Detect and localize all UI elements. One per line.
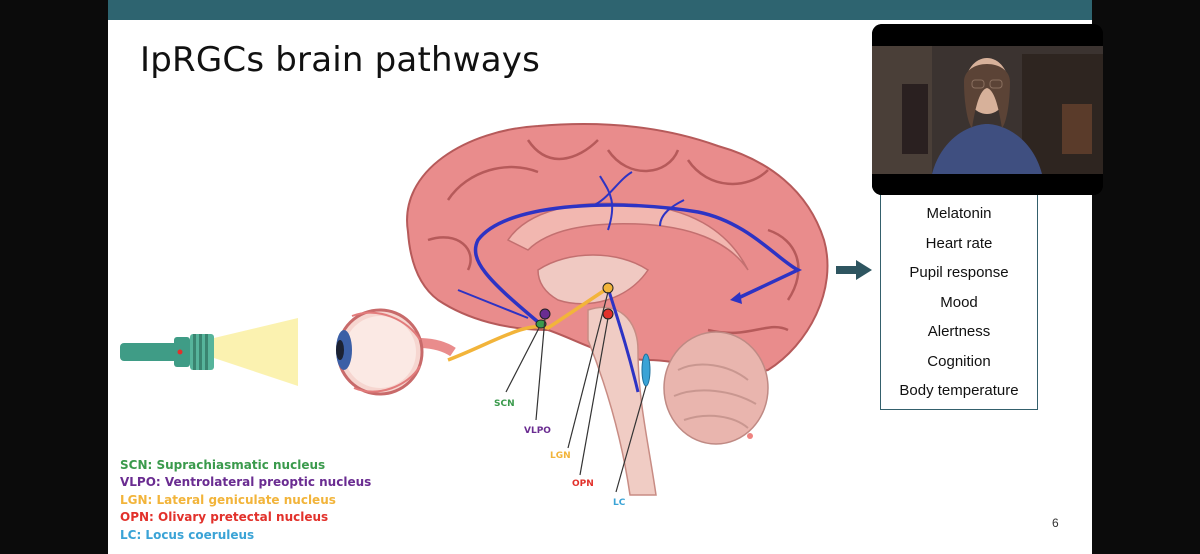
- legend-item-lc: LC: Locus coeruleus: [120, 527, 255, 542]
- lc-nucleus: [641, 353, 651, 387]
- legend-item-lgn: LGN: Lateral geniculate nucleus: [120, 492, 336, 507]
- effect-melatonin: Melatonin: [926, 205, 992, 222]
- opn-label: OPN: [572, 479, 594, 489]
- effect-heart-rate: Heart rate: [925, 234, 993, 252]
- effect-alertness: Alertness: [927, 323, 991, 340]
- participant-video-tile[interactable]: [872, 24, 1103, 195]
- lgn-label: LGN: [550, 451, 571, 461]
- legend-item-vlpo: VLPO: Ventrolateral preoptic nucleus: [120, 475, 372, 490]
- brain-pathway-diagram: SCN VLPO LGN OPN LC: [120, 123, 872, 508]
- opn-nucleus: [602, 308, 614, 320]
- scn-nucleus: [535, 319, 547, 329]
- lgn-nucleus: [602, 282, 614, 294]
- legend-item-opn: OPN: Olivary pretectal nucleus: [120, 510, 329, 525]
- right-sidebar: [1092, 0, 1200, 554]
- effect-mood: Mood: [940, 293, 978, 311]
- flashlight-icon: [120, 318, 298, 386]
- legend-item-scn: SCN: Suprachiasmatic nucleus: [120, 458, 326, 472]
- effects-box: Melatonin Heart rate Pupil response Mood…: [880, 192, 1038, 410]
- lc-label: LC: [613, 498, 626, 508]
- scn-label: SCN: [494, 399, 515, 409]
- vlpo-nucleus: [539, 308, 551, 320]
- eye-icon: [336, 308, 456, 396]
- effect-pupil-response: Pupil response: [909, 264, 1009, 281]
- effect-body-temperature: Body temperature: [899, 382, 1019, 399]
- slide-title: IpRGCs brain pathways: [140, 40, 541, 80]
- effect-cognition: Cognition: [927, 352, 991, 370]
- arrow-right-icon: [836, 260, 872, 280]
- vlpo-label: VLPO: [524, 426, 551, 436]
- participant-video-icon: [872, 24, 1103, 195]
- brain-illustration: [406, 123, 829, 496]
- page-number: 6: [1052, 516, 1059, 530]
- slide-top-bar: [108, 0, 1092, 20]
- legend: SCN: Suprachiasmatic nucleus VLPO: Ventr…: [120, 457, 371, 544]
